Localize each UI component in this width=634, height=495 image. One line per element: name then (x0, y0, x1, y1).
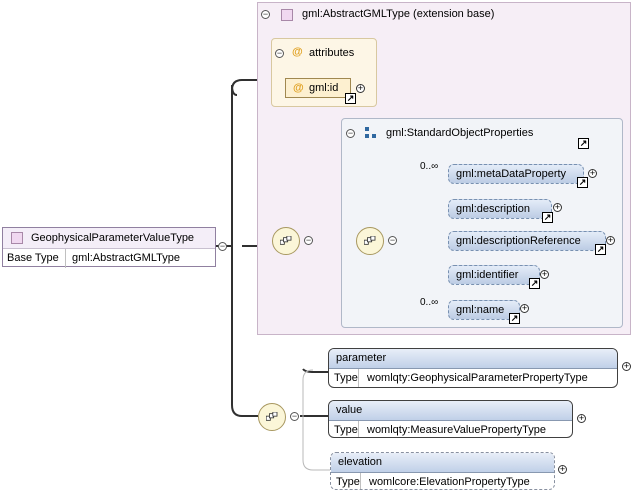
sequence-compositor-icon[interactable] (356, 227, 384, 255)
collapse-group-icon[interactable]: − (346, 128, 355, 138)
element-descriptionreference[interactable]: gml:descriptionReference (448, 231, 606, 251)
plus-circle-icon[interactable]: + (622, 361, 631, 371)
group-icon (365, 127, 376, 138)
type-value: womlqty:GeophysicalParameterPropertyType (367, 372, 588, 384)
type-label: Type (329, 369, 359, 387)
element-name-header: elevation (331, 453, 554, 473)
base-type-row: Base Type gml:AbstractGMLType (3, 249, 215, 268)
link-arrow-icon[interactable]: ↗ (595, 244, 606, 255)
collapse-extension-icon[interactable]: − (261, 9, 270, 19)
element-identifier[interactable]: gml:identifier (448, 265, 540, 285)
type-value: womlcore:ElevationPropertyType (369, 476, 530, 488)
element-name-header: value (329, 401, 572, 421)
attribute-gml-id[interactable]: @ gml:id (285, 78, 351, 98)
base-type-label: Base Type (7, 252, 59, 264)
type-label: Type (331, 473, 361, 489)
plus-circle-icon[interactable]: + (606, 235, 615, 245)
sequence-glyph-icon (280, 236, 292, 245)
type-row: Type womlcore:ElevationPropertyType (331, 473, 554, 489)
type-label: Type (329, 421, 359, 437)
group-panel (341, 118, 623, 328)
plus-circle-icon[interactable]: + (520, 303, 529, 313)
root-type-name: GeophysicalParameterValueType (31, 232, 195, 244)
extension-base-label: gml:AbstractGMLType (extension base) (302, 8, 495, 20)
group-label: gml:StandardObjectProperties (386, 127, 534, 139)
complex-type-icon (11, 232, 23, 244)
element-name[interactable]: gml:name (448, 300, 520, 320)
link-arrow-icon[interactable]: ↗ (542, 212, 553, 223)
plus-circle-icon[interactable]: + (540, 269, 549, 279)
root-type-header: GeophysicalParameterValueType (3, 228, 215, 249)
plus-circle-icon[interactable]: + (588, 168, 597, 178)
collapse-sequence-icon[interactable]: − (304, 235, 313, 245)
occurs-label: 0..∞ (420, 161, 439, 172)
sequence-glyph-icon (364, 236, 376, 245)
element-name-header: parameter (329, 349, 617, 369)
sequence-compositor-icon[interactable] (258, 403, 286, 431)
element-metadataproperty[interactable]: gml:metaDataProperty (448, 164, 584, 184)
sequence-glyph-icon (266, 412, 278, 421)
element-value[interactable]: value Type womlqty:MeasureValuePropertyT… (328, 400, 573, 438)
base-type-value: gml:AbstractGMLType (72, 252, 180, 264)
attribute-at-icon: @ (293, 82, 304, 94)
plus-circle-icon[interactable]: + (356, 83, 365, 93)
attribute-at-icon: @ (292, 46, 303, 58)
collapse-root-icon[interactable]: − (218, 241, 227, 251)
collapse-attributes-icon[interactable]: − (275, 48, 284, 58)
plus-circle-icon[interactable]: + (558, 464, 567, 474)
attributes-label: attributes (309, 47, 355, 59)
element-parameter[interactable]: parameter Type womlqty:GeophysicalParame… (328, 348, 618, 388)
sequence-compositor-icon[interactable] (272, 227, 300, 255)
plus-circle-icon[interactable]: + (553, 202, 562, 212)
attribute-name: gml:id (309, 82, 339, 94)
link-arrow-icon[interactable]: ↗ (577, 177, 588, 188)
link-arrow-icon[interactable]: ↗ (509, 313, 520, 324)
type-value: womlqty:MeasureValuePropertyType (367, 424, 546, 436)
link-arrow-icon[interactable]: ↗ (529, 278, 540, 289)
collapse-sequence-icon[interactable]: − (388, 235, 397, 245)
type-row: Type womlqty:MeasureValuePropertyType (329, 421, 572, 437)
element-description[interactable]: gml:description (448, 199, 552, 219)
occurs-label: 0..∞ (420, 297, 439, 308)
complex-type-icon (281, 9, 293, 21)
link-arrow-icon[interactable]: ↗ (345, 93, 356, 104)
plus-circle-icon[interactable]: + (577, 413, 586, 423)
link-arrow-icon[interactable]: ↗ (578, 138, 589, 149)
element-elevation[interactable]: elevation Type womlcore:ElevationPropert… (330, 452, 555, 490)
collapse-sequence-icon[interactable]: − (290, 411, 299, 421)
type-row: Type womlqty:GeophysicalParameterPropert… (329, 369, 617, 387)
root-type-box[interactable]: GeophysicalParameterValueType Base Type … (2, 227, 216, 268)
divider (65, 249, 66, 268)
